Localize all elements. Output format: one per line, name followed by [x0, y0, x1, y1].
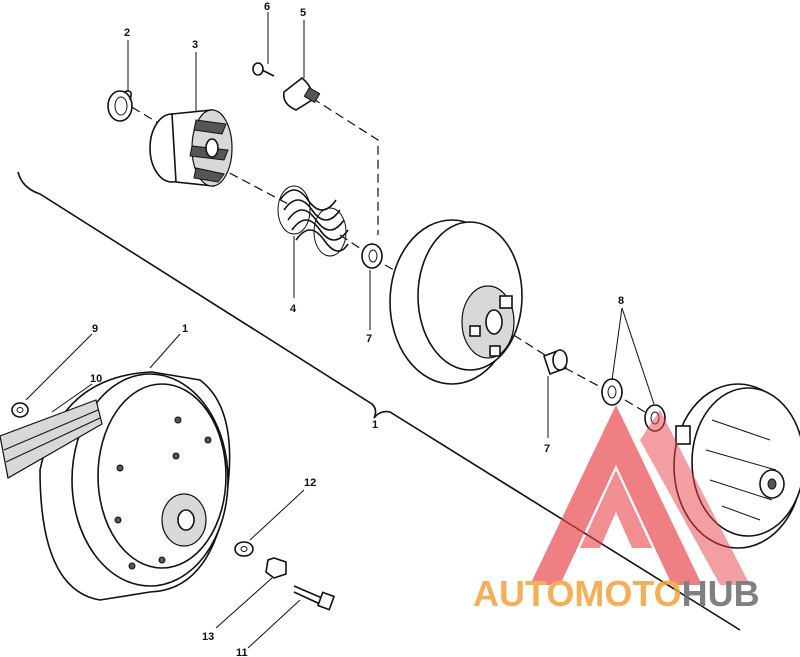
callout-5: 5 [300, 7, 306, 19]
watermark-triangle-icon [530, 405, 702, 585]
callout-12: 12 [304, 477, 316, 489]
washer-part [11, 402, 29, 418]
watermark-logo: AUTOMOTOHUB [473, 405, 760, 614]
cap-part [282, 76, 321, 111]
snap-ring-part [107, 90, 133, 122]
movable-sheave-part [389, 219, 523, 385]
callout-11: 11 [236, 647, 248, 657]
bushing-lower-part [542, 348, 568, 376]
callout-4: 4 [290, 303, 297, 315]
spring-part [277, 185, 349, 257]
callout-1-bracket: 1 [372, 419, 378, 431]
watermark-text-primary: AUTOMOTOHUB [473, 573, 760, 614]
callout-6: 6 [264, 1, 270, 13]
cam-spider-part [149, 109, 233, 187]
callout-7-upper: 7 [366, 333, 372, 345]
bolt-part [293, 585, 336, 611]
callout-3: 3 [192, 39, 198, 51]
callout-1-clutch: 1 [182, 323, 188, 335]
clutch-assembly-part [0, 371, 231, 601]
callout-8: 8 [618, 295, 624, 307]
bushing-upper-part [361, 243, 383, 269]
callout-13: 13 [202, 631, 214, 643]
callout-labels: 2 3 6 5 4 7 7 8 1 9 10 1 12 13 11 [90, 1, 624, 657]
callout-7-lower: 7 [544, 443, 550, 455]
callout-2: 2 [124, 27, 130, 39]
screw-part [252, 62, 275, 77]
assembly-bracket [17, 171, 741, 631]
flat-washer-part [234, 541, 254, 557]
callout-9: 9 [92, 323, 98, 335]
callout-10: 10 [90, 373, 102, 385]
nut-part [265, 557, 287, 579]
leader-lines [25, 12, 655, 649]
